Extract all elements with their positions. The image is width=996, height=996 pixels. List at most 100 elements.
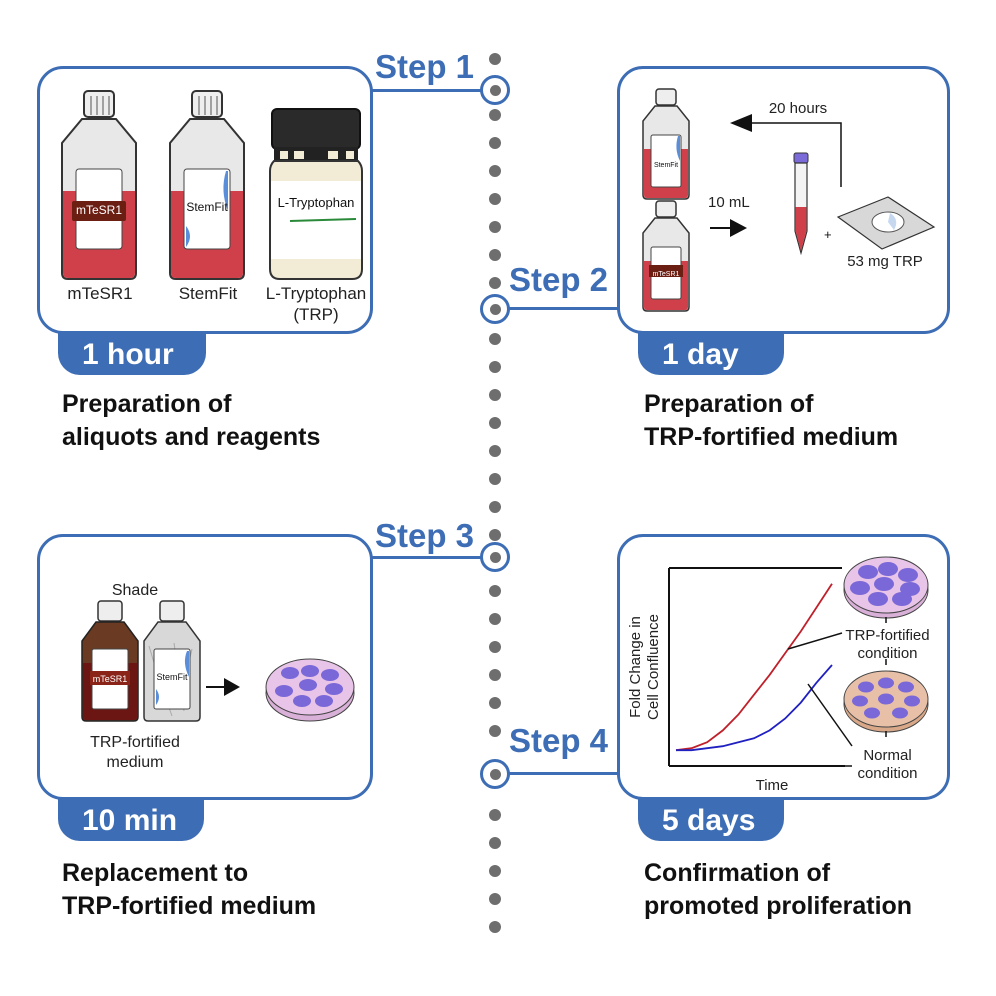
step-1-title-line1: Preparation of bbox=[62, 390, 232, 418]
volume-label: 10 mL bbox=[708, 194, 750, 211]
timeline-dot bbox=[489, 221, 501, 233]
step-4-panel: Fold Change in Cell Confluence Time TRP-… bbox=[617, 534, 950, 800]
l-tryptophan-caption-line2: (TRP) bbox=[293, 305, 339, 324]
step-3-panel: mTeSR1 StemFit Shade TRP-fortified mediu… bbox=[37, 534, 373, 800]
timeline-dot bbox=[489, 333, 501, 345]
step-2-duration-badge: 1 day bbox=[638, 333, 784, 375]
timeline-dot bbox=[489, 809, 501, 821]
medium-caption-line2: medium bbox=[106, 754, 164, 771]
foil-wrapped-stemfit-bottle-icon bbox=[143, 600, 201, 722]
timeline-dot bbox=[489, 277, 501, 289]
trp-dish-icon bbox=[843, 556, 929, 619]
timeline-dot bbox=[489, 725, 501, 737]
stemfit-caption: StemFit bbox=[178, 284, 238, 303]
normal-dish-icon bbox=[843, 670, 929, 733]
normal-condition-label-line2: condition bbox=[857, 765, 918, 782]
step-2-connector bbox=[508, 307, 620, 310]
trp-leader-line bbox=[787, 632, 843, 650]
growth-chart: Fold Change in Cell Confluence Time bbox=[627, 556, 929, 794]
timeline-dot bbox=[489, 445, 501, 457]
step-1-duration-badge: 1 hour bbox=[58, 333, 206, 375]
l-tryptophan-caption-line1: L-Tryptophan bbox=[265, 284, 367, 303]
timeline-dot bbox=[489, 585, 501, 597]
stemfit-bottle-label: StemFit bbox=[654, 162, 678, 169]
timeline-dot bbox=[489, 893, 501, 905]
mtesr1-caption: mTeSR1 bbox=[67, 284, 133, 303]
step-1-illustration: mTeSR1 StemFit L-Tryptophan bbox=[61, 90, 363, 280]
timeline-dot bbox=[489, 193, 501, 205]
timeline-dot bbox=[489, 137, 501, 149]
step-1-label: Step 1 bbox=[375, 48, 475, 85]
weighing-paper-icon bbox=[836, 196, 936, 250]
shade-label: Shade bbox=[111, 582, 159, 599]
timeline-dot bbox=[489, 501, 501, 513]
l-tryptophan-jar-icon bbox=[269, 108, 363, 280]
timeline-dot bbox=[489, 529, 501, 541]
arrow-left-icon bbox=[730, 114, 752, 132]
step-1-panel: mTeSR1 StemFit L-Tryptophan mTeSR1 StemF… bbox=[37, 66, 373, 334]
mtesr1-bottle-icon bbox=[642, 200, 690, 312]
trp-condition-label-line1: TRP-fortified bbox=[845, 627, 930, 644]
step-2-title-line1: Preparation of bbox=[644, 390, 814, 418]
medium-caption-line1: TRP-fortified bbox=[90, 734, 180, 751]
step-3-connector bbox=[370, 556, 482, 559]
return-arrow bbox=[750, 122, 842, 187]
timeline-dot bbox=[489, 921, 501, 933]
timeline-dot bbox=[489, 641, 501, 653]
mtesr1-bottle-icon bbox=[61, 90, 137, 280]
mtesr1-bottle-label: mTeSR1 bbox=[653, 271, 680, 278]
timeline-dot bbox=[489, 473, 501, 485]
step-2-marker bbox=[480, 294, 510, 324]
timeline-dot bbox=[489, 417, 501, 429]
step-3-duration-badge: 10 min bbox=[58, 799, 204, 841]
plus-sign: + bbox=[824, 227, 832, 242]
timeline-dot bbox=[489, 837, 501, 849]
reagent-label: 53 mg TRP bbox=[847, 253, 923, 270]
shaded-mtesr1-label: mTeSR1 bbox=[93, 674, 128, 684]
step-4-connector bbox=[508, 772, 620, 775]
step-1-connector bbox=[370, 89, 482, 92]
step-3-title-line2: TRP-fortified medium bbox=[62, 892, 317, 920]
l-tryptophan-jar-label: L-Tryptophan bbox=[278, 195, 355, 210]
step-4-title-line2: promoted proliferation bbox=[644, 892, 913, 920]
y-axis-label-line2: Cell Confluence bbox=[645, 614, 662, 720]
arrow-right-icon bbox=[224, 678, 240, 696]
step-2-illustration: StemFit mTeSR1 + bbox=[642, 88, 936, 312]
timeline-dot bbox=[489, 361, 501, 373]
step-3-illustration: mTeSR1 StemFit bbox=[81, 600, 355, 722]
step-4-duration-badge: 5 days bbox=[638, 799, 784, 841]
normal-curve bbox=[676, 664, 833, 752]
normal-leader-line bbox=[807, 683, 853, 747]
timeline-dot bbox=[489, 613, 501, 625]
timeline-dot bbox=[489, 669, 501, 681]
timeline-dot bbox=[489, 109, 501, 121]
trp-fortified-curve bbox=[675, 583, 833, 752]
timeline-dot bbox=[489, 249, 501, 261]
timeline-dot bbox=[489, 865, 501, 877]
step-2-panel: StemFit mTeSR1 + 20 hours 10 mL bbox=[617, 66, 950, 334]
x-axis-label: Time bbox=[756, 777, 789, 794]
mtesr1-bottle-label: mTeSR1 bbox=[76, 203, 122, 217]
trp-condition-label-line2: condition bbox=[857, 645, 918, 662]
foil-stemfit-label: StemFit bbox=[156, 672, 188, 682]
stemfit-bottle-icon bbox=[642, 88, 690, 200]
step-1-marker bbox=[480, 75, 510, 105]
conical-tube-icon bbox=[793, 152, 809, 256]
step-3-marker bbox=[480, 542, 510, 572]
arrow-right-icon bbox=[730, 219, 747, 237]
timeline-dot bbox=[489, 697, 501, 709]
timeline-dot bbox=[489, 165, 501, 177]
timeline-dot bbox=[489, 389, 501, 401]
normal-condition-label-line1: Normal bbox=[863, 747, 912, 764]
step-3-label: Step 3 bbox=[375, 517, 475, 554]
step-4-label: Step 4 bbox=[509, 722, 609, 759]
step-4-title-line1: Confirmation of bbox=[644, 859, 831, 887]
step-2-label: Step 2 bbox=[509, 261, 609, 298]
step-2-title-line2: TRP-fortified medium bbox=[644, 423, 899, 451]
stemfit-bottle-icon bbox=[169, 90, 245, 280]
y-axis-label-line1: Fold Change in bbox=[627, 616, 644, 718]
step-3-title-line1: Replacement to bbox=[62, 859, 249, 887]
step-1-title-line2: aliquots and reagents bbox=[62, 423, 321, 451]
shaded-mtesr1-bottle-icon bbox=[81, 600, 139, 722]
culture-dish-icon bbox=[265, 658, 355, 722]
